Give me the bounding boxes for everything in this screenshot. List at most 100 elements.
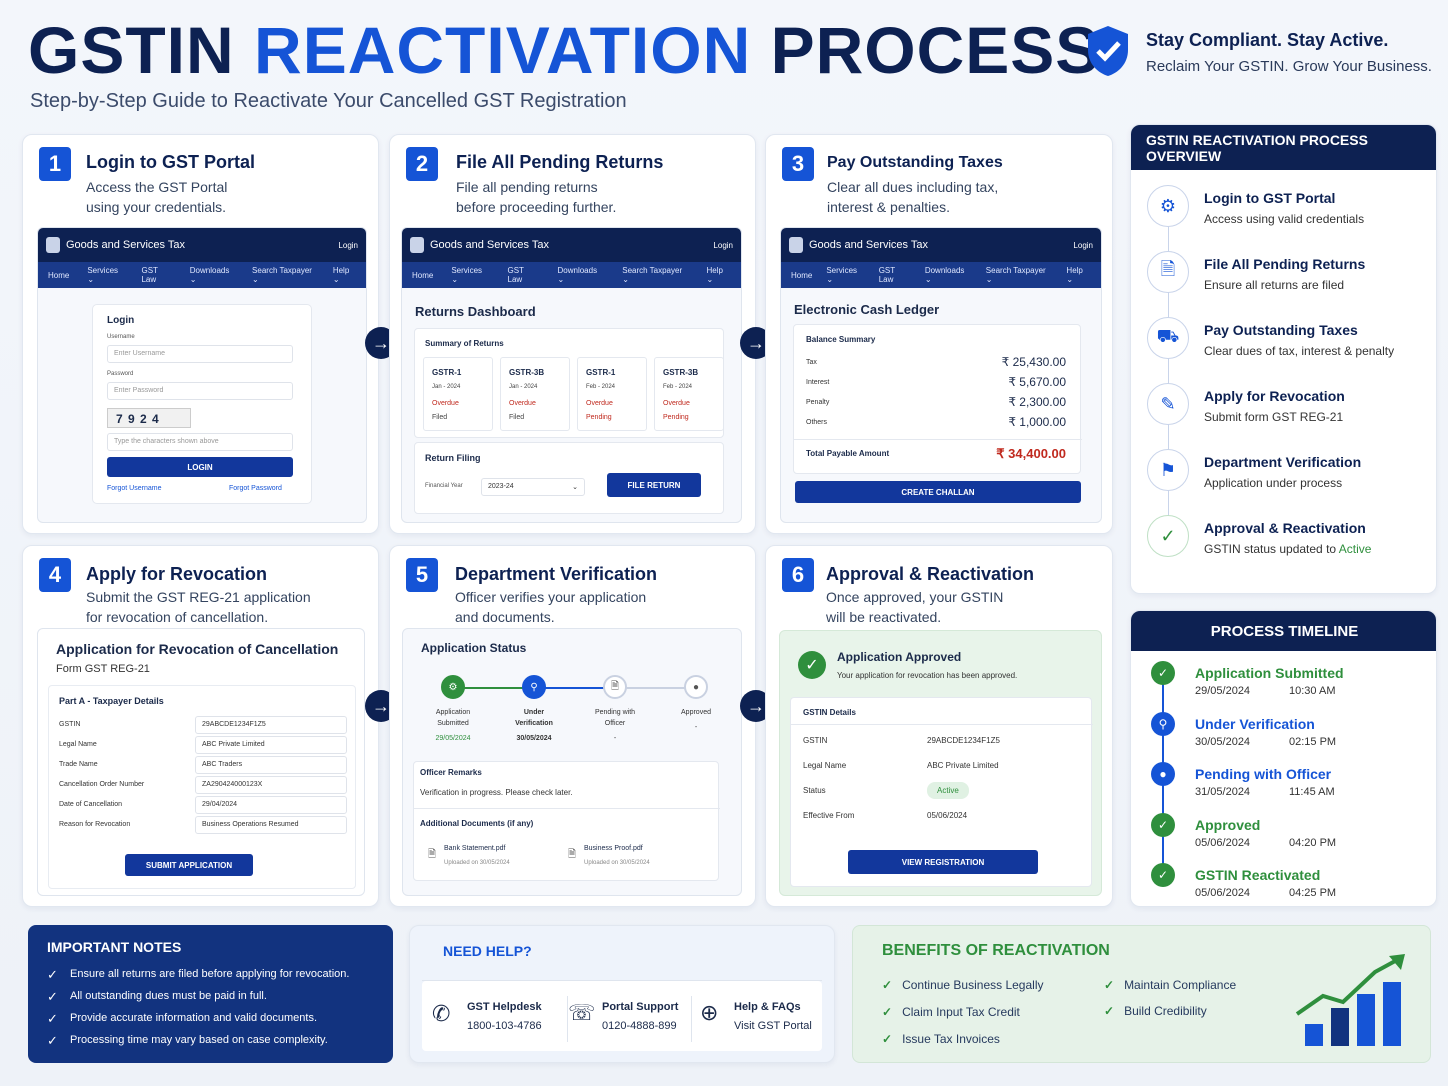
form-icon: ✎ [1147, 383, 1189, 425]
ledger-amount: ₹ 25,430.00 [1001, 355, 1066, 369]
process-timeline: PROCESS TIMELINE ✓ Application Submitted… [1130, 610, 1437, 907]
ledger-amount: ₹ 2,300.00 [1008, 395, 1066, 409]
step-card-1: 1 Login to GST Portal Access the GST Por… [22, 134, 379, 534]
captcha-input[interactable]: Type the characters shown above [107, 433, 293, 451]
step-card-6: 6 Approval & Reactivation Once approved,… [765, 545, 1113, 907]
status-badge: Active [927, 782, 969, 799]
phone-icon: ✆ [432, 1001, 451, 1026]
step-card-4: 4 Apply for Revocation Submit the GST RE… [22, 545, 379, 907]
check-icon: ✓ [1151, 661, 1175, 685]
overview-title: GSTIN REACTIVATION PROCESS OVERVIEW [1131, 125, 1436, 170]
benefits: BENEFITS OF REACTIVATION ✓Continue Busin… [852, 925, 1431, 1063]
globe-icon: ⊕ [700, 1000, 719, 1025]
support-number[interactable]: 0120-4888-899 [602, 1020, 677, 1032]
form-field[interactable]: 29ABCDE1234F1Z5 [195, 716, 347, 734]
visit-portal-link[interactable]: Visit GST Portal [734, 1020, 812, 1032]
financial-year-select[interactable]: 2023-24⌄ [481, 478, 585, 496]
document-item[interactable]: 🗎 Business Proof.pdf Uploaded on 30/05/2… [568, 845, 650, 866]
search-icon: ⚲ [1151, 711, 1175, 736]
important-notes: IMPORTANT NOTES ✓ Ensure all returns are… [28, 925, 393, 1063]
document-icon: 🗎 [1147, 251, 1189, 293]
return-tile[interactable]: GSTR-1 Feb - 2024 Overdue Pending [577, 357, 647, 431]
return-filing: Return Filing Financial Year 2023-24⌄ FI… [414, 442, 724, 514]
check-circle-icon: ✓ [798, 651, 826, 679]
emblem-icon [46, 237, 60, 253]
detail-value: 05/06/2024 [927, 811, 968, 820]
overview-item: ⚑ Department Verification Application un… [1147, 449, 1427, 499]
benefit-item: ✓Claim Input Tax Credit [882, 1005, 1020, 1019]
step-desc: Clear all dues including tax,interest & … [827, 179, 999, 215]
file-icon: 🗎 [428, 849, 437, 860]
emblem-icon [789, 237, 803, 253]
growth-chart-icon [1295, 954, 1405, 1046]
detail-value: 29ABCDE1234F1Z5 [927, 736, 1000, 745]
form-field[interactable]: ZA290424000123X [195, 776, 347, 794]
forgot-password-link[interactable]: Forgot Password [229, 485, 282, 492]
password-input[interactable]: Enter Password [107, 382, 293, 400]
helpdesk-number[interactable]: 1800-103-4786 [467, 1020, 542, 1032]
check-icon: ✓ [47, 967, 58, 982]
step-number: 5 [406, 558, 438, 592]
process-overview: GSTIN REACTIVATION PROCESS OVERVIEW ⚙ Lo… [1130, 124, 1437, 594]
shield-check-icon [1084, 24, 1132, 83]
headset-icon: ☏ [568, 1000, 596, 1025]
document-icon: 🗎 [603, 675, 627, 699]
need-help: NEED HELP? ✆ GST Helpdesk 1800-103-4786 … [409, 925, 835, 1063]
benefit-item: ✓Build Credibility [1104, 1004, 1207, 1018]
page-subtitle: Step-by-Step Guide to Reactivate Your Ca… [30, 90, 627, 112]
captcha-image: 7 9 2 4 [107, 408, 191, 428]
search-icon: ⚲ [522, 675, 546, 699]
username-input[interactable]: Enter Username [107, 345, 293, 363]
overview-item: 🗎 File All Pending Returns Ensure all re… [1147, 251, 1427, 301]
form-field[interactable]: Business Operations Resumed [195, 816, 347, 834]
overview-item: ⛟ Pay Outstanding Taxes Clear dues of ta… [1147, 317, 1427, 367]
approval-panel: ✓ Application Approved Your application … [779, 630, 1102, 896]
login-link[interactable]: Login [338, 240, 358, 250]
create-challan-button[interactable]: CREATE CHALLAN [795, 481, 1081, 503]
ledger-heading: Electronic Cash Ledger [794, 302, 940, 317]
step-number: 4 [39, 558, 71, 592]
step-title: File All Pending Returns [456, 152, 664, 172]
ledger-amount: ₹ 1,000.00 [1008, 415, 1066, 429]
check-icon: ✓ [1151, 812, 1175, 837]
step-card-5: 5 Department Verification Officer verifi… [389, 545, 756, 907]
form-field[interactable]: ABC Private Limited [195, 736, 347, 754]
login-button[interactable]: LOGIN [107, 457, 293, 477]
check-icon: ✓ [47, 1033, 58, 1048]
file-return-button[interactable]: FILE RETURN [607, 473, 701, 497]
return-tile[interactable]: GSTR-3B Feb - 2024 Overdue Pending [654, 357, 724, 431]
return-tile[interactable]: GSTR-3B Jan - 2024 Overdue Filed [500, 357, 570, 431]
verification-icon: ⚑ [1147, 449, 1189, 491]
overview-item: ⚙ Login to GST Portal Access using valid… [1147, 185, 1427, 235]
returns-summary: Summary of Returns GSTR-1 Jan - 2024 Ove… [414, 328, 724, 438]
login-icon: ⚙ [1147, 185, 1189, 227]
check-icon: ✓ [47, 989, 58, 1004]
return-tile[interactable]: GSTR-1 Jan - 2024 Overdue Filed [423, 357, 493, 431]
document-item[interactable]: 🗎 Bank Statement.pdf Uploaded on 30/05/2… [428, 845, 510, 866]
form-field[interactable]: 29/04/2024 [195, 796, 347, 814]
officer-remarks: Verification in progress. Please check l… [420, 788, 573, 797]
form-field[interactable]: ABC Traders [195, 756, 347, 774]
check-icon: ✓ [47, 1011, 58, 1026]
step-card-3: 3 Pay Outstanding Taxes Clear all dues i… [765, 134, 1113, 534]
detail-value: ABC Private Limited [927, 761, 999, 770]
total-amount: ₹ 34,400.00 [996, 446, 1066, 461]
returns-heading: Returns Dashboard [415, 304, 536, 319]
login-form: Login Username Enter Username Password E… [92, 304, 312, 504]
view-registration-button[interactable]: VIEW REGISTRATION [848, 850, 1038, 874]
benefit-item: ✓Maintain Compliance [1104, 978, 1237, 992]
page-title: GSTIN REACTIVATION PROCESS [28, 13, 1101, 87]
forgot-username-link[interactable]: Forgot Username [107, 485, 162, 492]
submit-application-button[interactable]: SUBMIT APPLICATION [125, 854, 253, 876]
